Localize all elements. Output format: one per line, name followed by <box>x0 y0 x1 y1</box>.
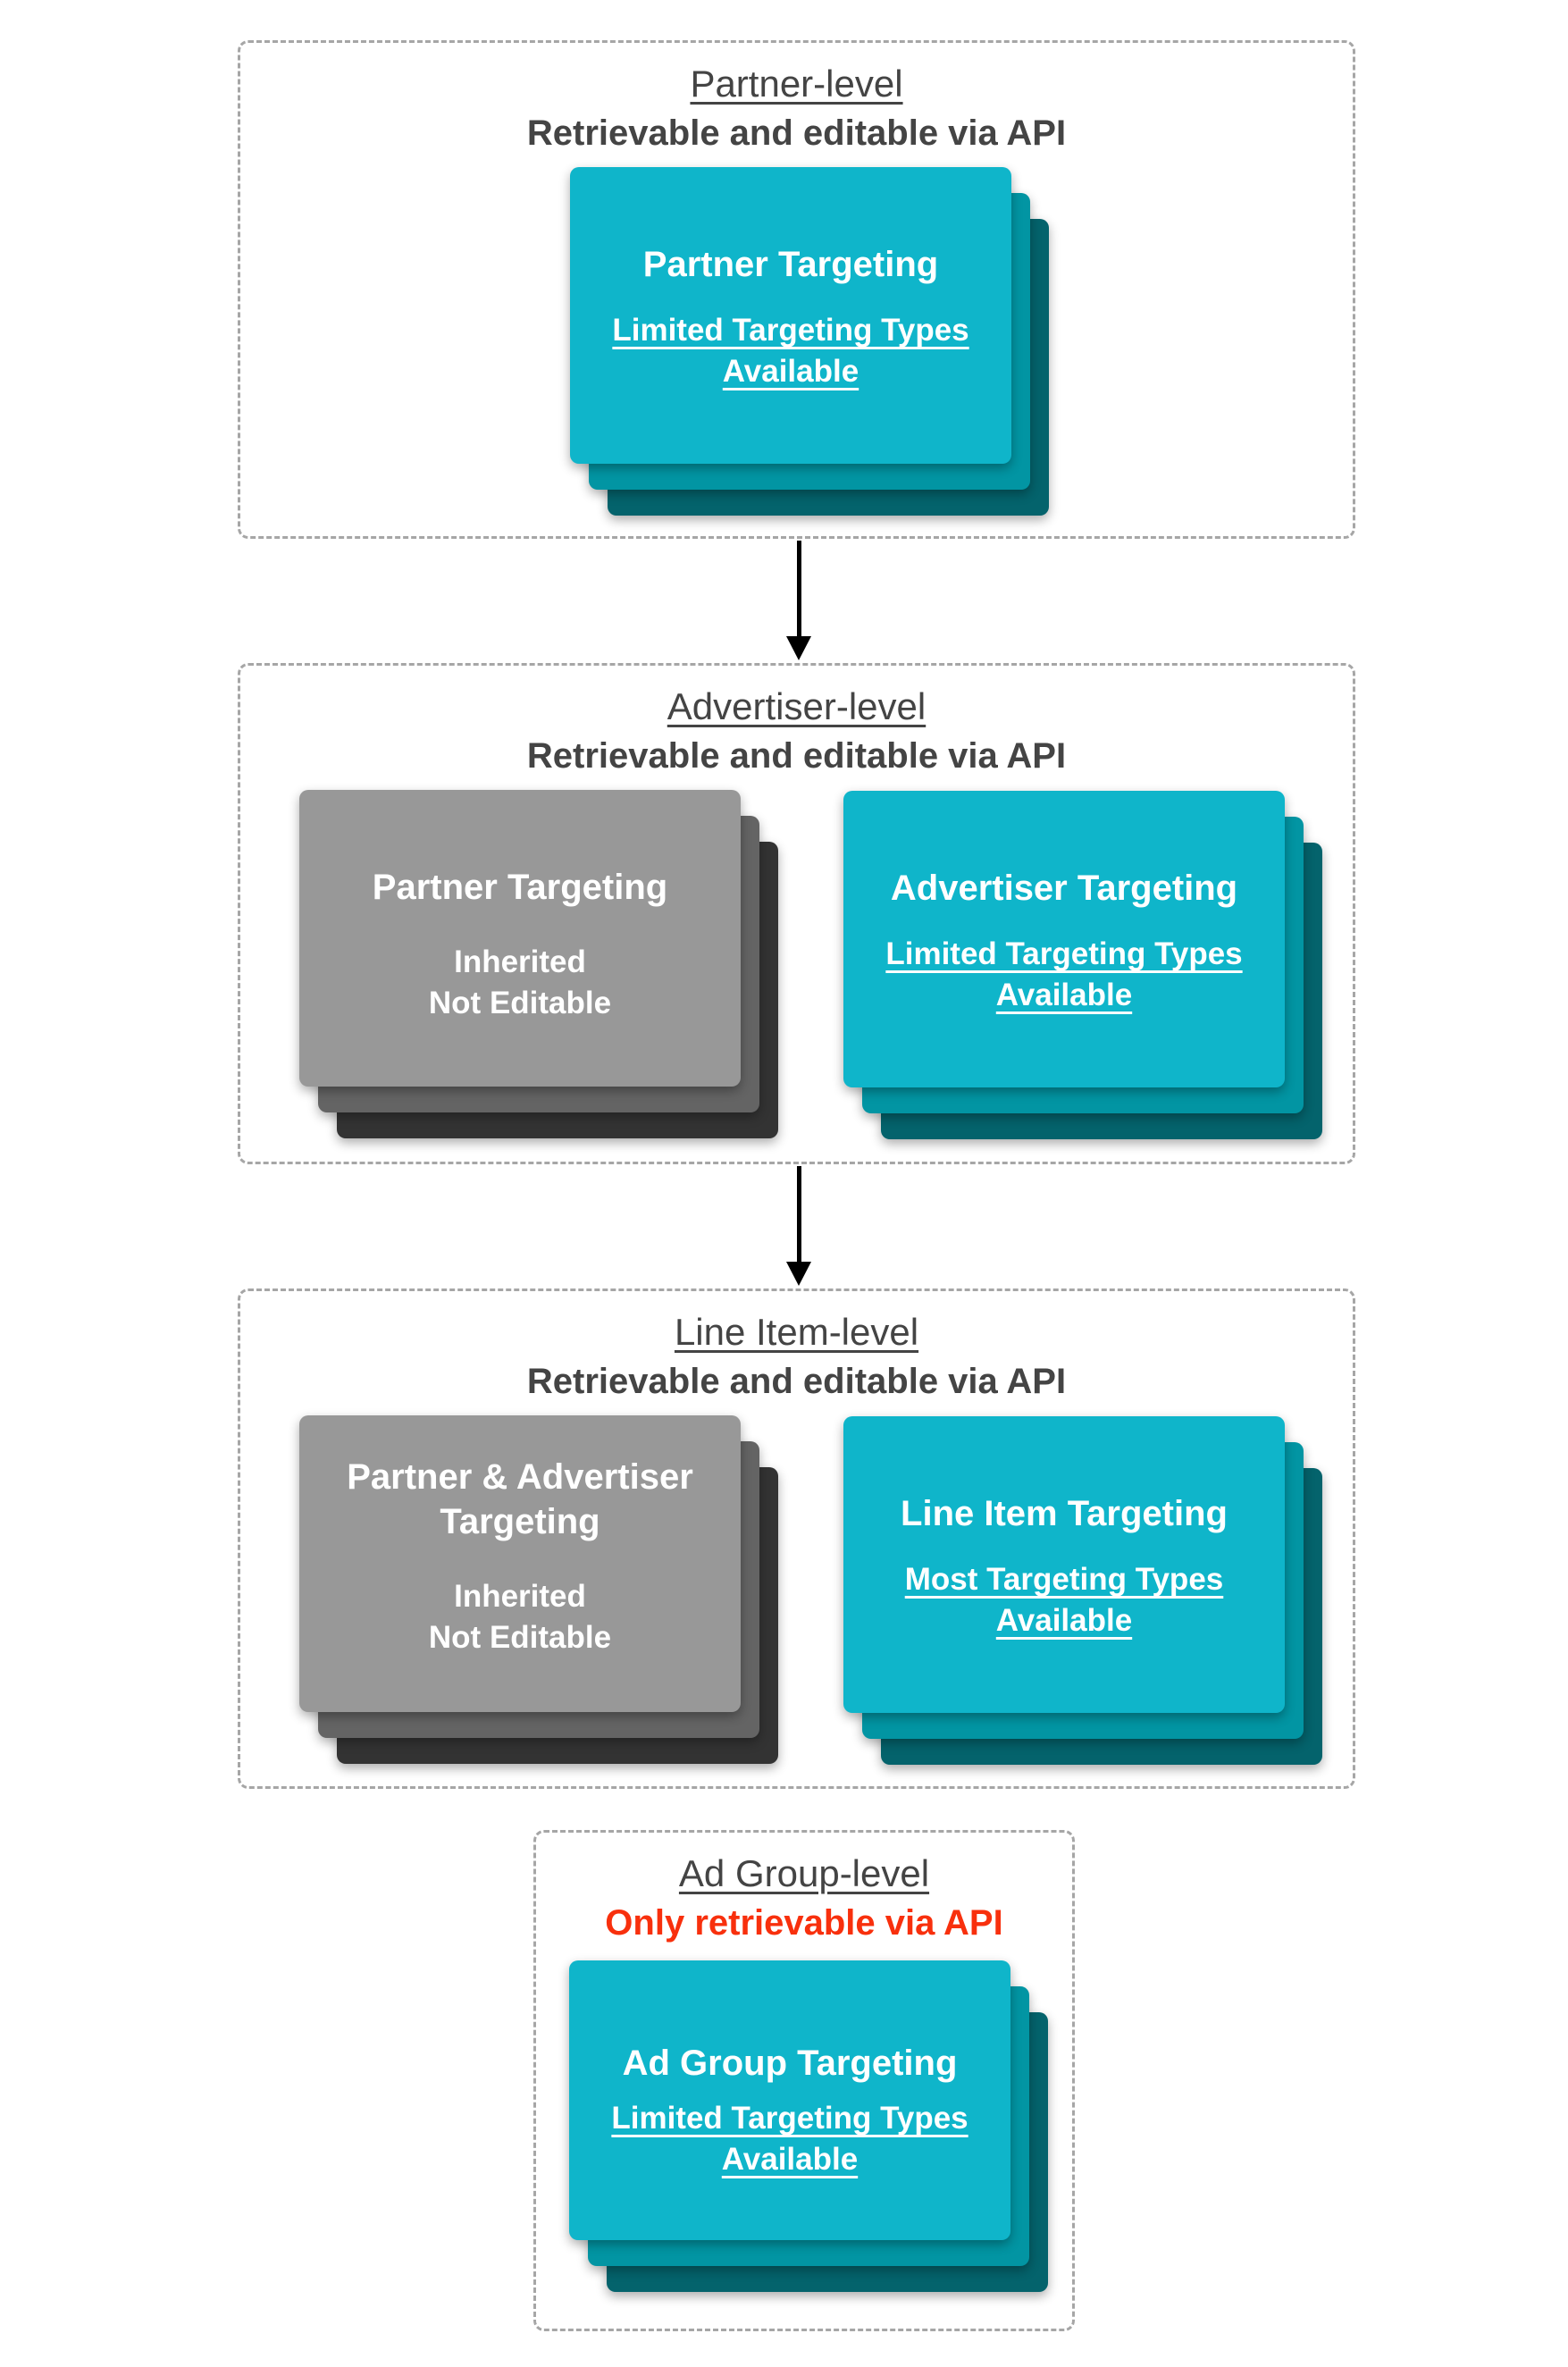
card-front: Line Item Targeting Most Targeting Types… <box>843 1416 1285 1713</box>
ad-group-level-header: Ad Group-level Only retrievable via API <box>536 1833 1072 1943</box>
api-availability-note: Retrievable and editable via API <box>526 736 1067 776</box>
line-item-level-header: Line Item-level Retrievable and editable… <box>240 1291 1353 1402</box>
card-title: Advertiser Targeting <box>890 869 1238 908</box>
arrow-head-icon <box>786 1262 811 1286</box>
card-title: Partner Targeting <box>372 868 668 907</box>
api-availability-note: Retrievable and editable via API <box>526 1362 1067 1402</box>
level-title: Ad Group-level <box>678 1852 930 1894</box>
api-availability-note: Only retrievable via API <box>605 1903 1003 1943</box>
card-title: Partner Targeting <box>642 245 939 284</box>
line-item-level-box: Line Item-level Retrievable and editable… <box>238 1288 1355 1789</box>
card-subtitle: Most Targeting Types Available <box>904 1562 1224 1638</box>
card-subtitle: Inherited Not Editable <box>428 1579 612 1655</box>
level-title: Partner-level <box>690 63 903 105</box>
partner-level-box: Partner-level Retrievable and editable v… <box>238 40 1355 539</box>
ad-group-level-box: Ad Group-level Only retrievable via API … <box>533 1830 1075 2331</box>
partner-level-header: Partner-level Retrievable and editable v… <box>240 43 1353 154</box>
arrow-line <box>796 541 801 637</box>
card-title: Line Item Targeting <box>901 1494 1228 1533</box>
level-title: Advertiser-level <box>667 685 927 727</box>
card-subtitle: Inherited Not Editable <box>428 944 612 1020</box>
card-subtitle: Limited Targeting Types Available <box>611 2101 968 2177</box>
advertiser-level-box: Advertiser-level Retrievable and editabl… <box>238 663 1355 1164</box>
card-front: Partner Targeting Inherited Not Editable <box>299 790 741 1087</box>
card-front: Ad Group Targeting Limited Targeting Typ… <box>569 1960 1010 2240</box>
card-title: Partner & Advertiser Targeting <box>347 1457 693 1541</box>
down-arrow <box>785 1166 812 1286</box>
advertiser-level-header: Advertiser-level Retrievable and editabl… <box>240 666 1353 776</box>
level-title: Line Item-level <box>674 1311 919 1353</box>
card-front: Advertiser Targeting Limited Targeting T… <box>843 791 1285 1087</box>
api-availability-note: Retrievable and editable via API <box>526 113 1067 154</box>
card-subtitle: Limited Targeting Types Available <box>612 313 969 389</box>
card-front: Partner & Advertiser Targeting Inherited… <box>299 1415 741 1712</box>
card-title: Ad Group Targeting <box>622 2044 958 2083</box>
card-subtitle: Limited Targeting Types Available <box>885 936 1243 1012</box>
arrow-head-icon <box>786 636 811 660</box>
arrow-line <box>796 1166 801 1263</box>
card-front: Partner Targeting Limited Targeting Type… <box>570 167 1011 464</box>
down-arrow <box>785 541 812 660</box>
